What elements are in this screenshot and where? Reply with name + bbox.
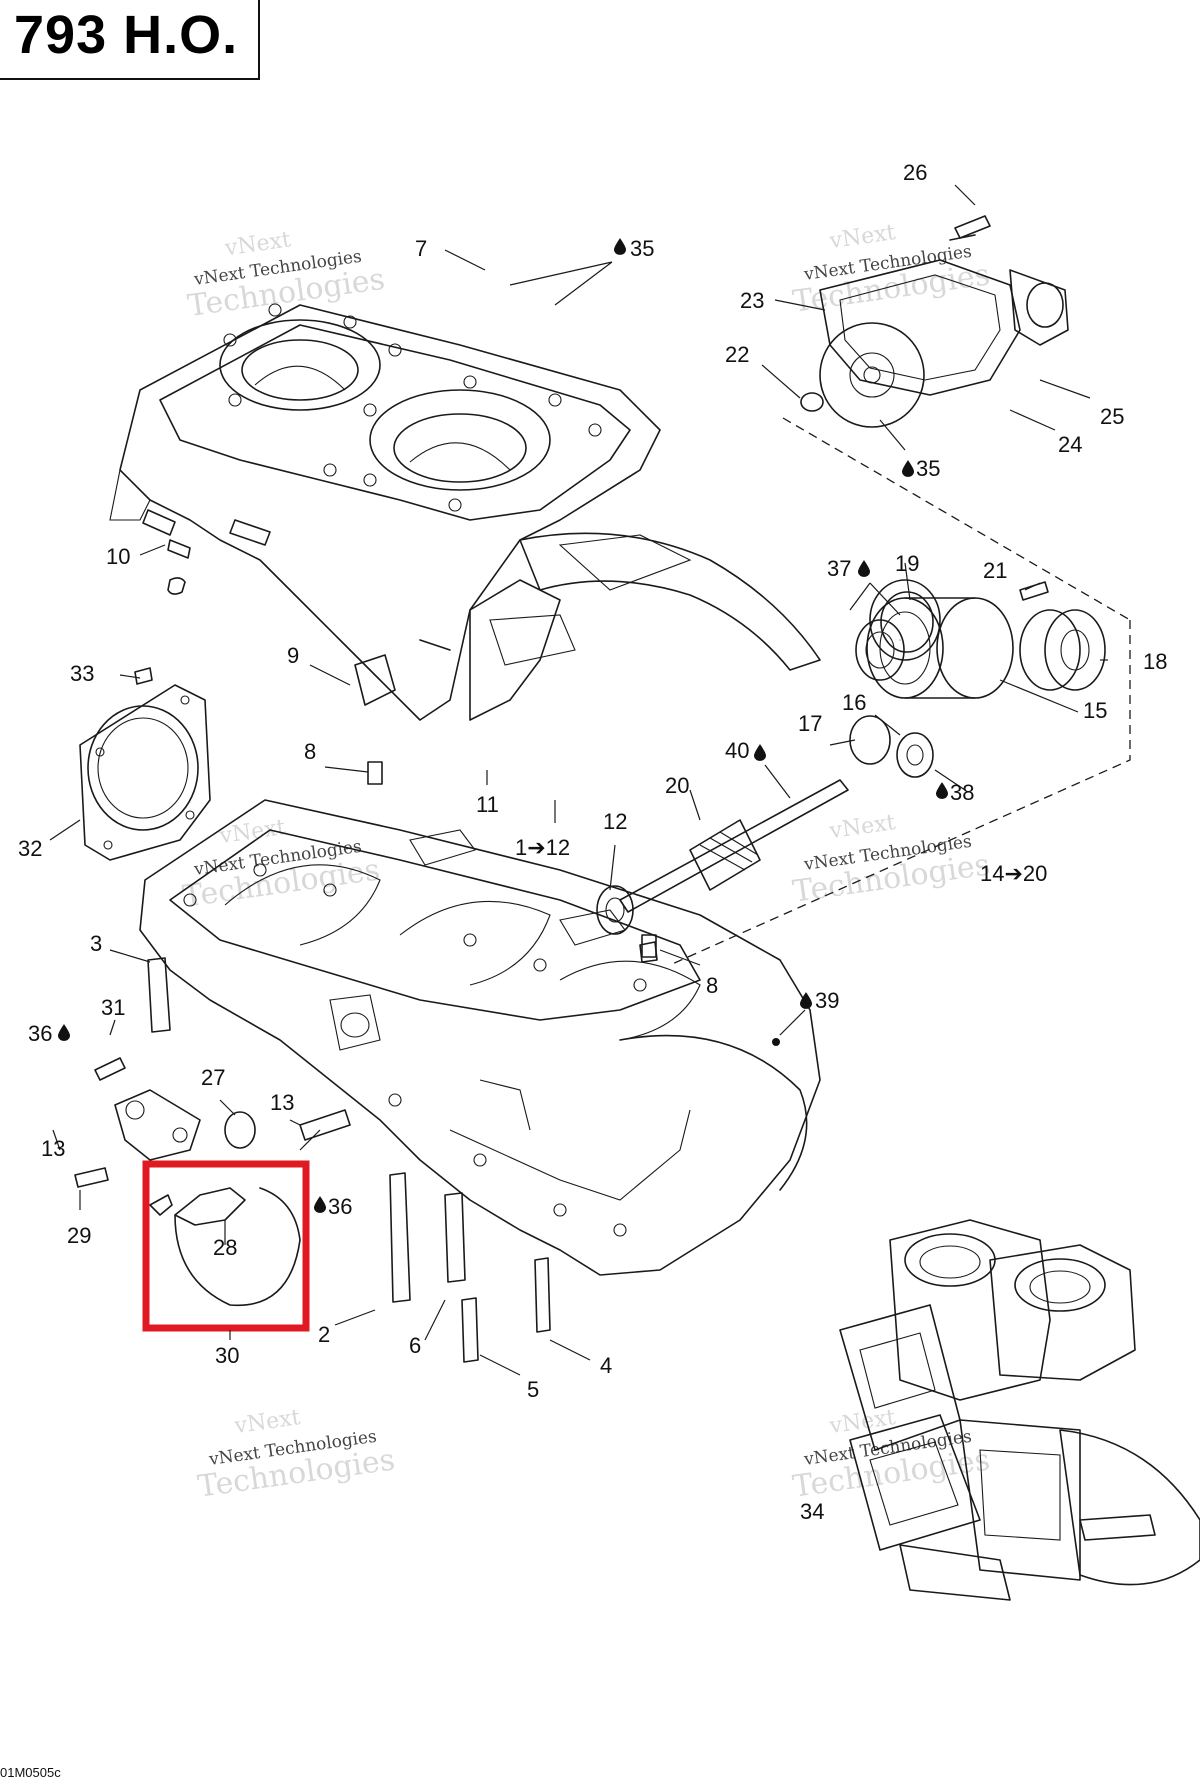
drop-icon <box>936 782 948 799</box>
drop-icon <box>314 1196 326 1213</box>
drop-icon <box>614 238 626 255</box>
callout-10: 10 <box>106 544 130 569</box>
callout-40: 40 <box>725 738 749 763</box>
water-pump-group <box>800 215 1069 428</box>
callout-1-to-12: 1➔12 <box>515 835 570 860</box>
callout-24: 24 <box>1058 432 1082 457</box>
callout-31: 31 <box>101 995 125 1020</box>
watermark-1: vNext vNext Technologies Technologies <box>186 227 387 324</box>
callout-5: 5 <box>527 1377 539 1402</box>
callout-33: 33 <box>70 661 94 686</box>
callout-28[interactable]: 28 <box>213 1235 237 1260</box>
callout-32: 32 <box>18 836 42 861</box>
callout-19: 19 <box>895 551 919 576</box>
figure-code: 01M0505c <box>0 1765 61 1780</box>
watermark-6-vnext: vNext <box>827 1405 897 1439</box>
callout-12: 12 <box>603 809 627 834</box>
callout-37: 37 <box>827 556 851 581</box>
callout-7: 7 <box>415 236 427 261</box>
callout-8a: 8 <box>304 739 316 764</box>
callout-35a: 35 <box>630 236 654 261</box>
callout-22: 22 <box>725 342 749 367</box>
callout-4: 4 <box>600 1353 612 1378</box>
callout-9: 9 <box>287 643 299 668</box>
watermark-4-vnext: vNext <box>827 810 897 844</box>
watermark-4: vNext vNext Technologies Technologies <box>791 810 992 910</box>
callout-23: 23 <box>740 288 764 313</box>
drop-icon <box>58 1024 70 1041</box>
callout-2: 2 <box>318 1322 330 1347</box>
callout-34: 34 <box>800 1499 824 1524</box>
watermark-6: vNext vNext Technologies Technologies <box>791 1405 992 1505</box>
watermark-5-vnext: vNext <box>232 1405 302 1439</box>
callout-26: 26 <box>903 160 927 185</box>
callout-36a: 36 <box>28 1021 52 1046</box>
callout-16: 16 <box>842 690 866 715</box>
watermark-1-vnext: vNext <box>223 227 293 261</box>
highlight-box-28[interactable] <box>142 1160 310 1332</box>
callout-20: 20 <box>665 773 689 798</box>
callout-13b: 13 <box>41 1136 65 1161</box>
callout-30: 30 <box>215 1343 239 1368</box>
leader-lines <box>49 184 1108 1376</box>
callout-labels: 26 7 35 23 22 25 24 35 10 37 19 21 18 33… <box>18 160 1167 1524</box>
diagram-title: 793 H.O. <box>14 5 239 65</box>
oil-pump-group <box>74 654 657 1363</box>
callout-17: 17 <box>798 711 822 736</box>
title-box: 793 H.O. <box>0 0 260 80</box>
drop-icon <box>858 560 870 577</box>
seal-bearing-group <box>849 579 1106 778</box>
watermark-5: vNext vNext Technologies Technologies <box>196 1405 397 1505</box>
callout-21: 21 <box>983 558 1007 583</box>
callout-39: 39 <box>815 988 839 1013</box>
shaft-group <box>596 779 849 963</box>
callout-38: 38 <box>950 780 974 805</box>
callout-8b: 8 <box>706 973 718 998</box>
watermark-2: vNext vNext Technologies Technologies <box>791 220 992 320</box>
callout-27: 27 <box>201 1065 225 1090</box>
upper-crankcase <box>109 303 821 721</box>
watermark-group: vNext vNext Technologies Technologies vN… <box>181 220 992 1505</box>
callout-18: 18 <box>1143 649 1167 674</box>
callout-29: 29 <box>67 1223 91 1248</box>
drop-icon <box>754 744 766 761</box>
callout-15: 15 <box>1083 698 1107 723</box>
callout-3: 3 <box>90 931 102 956</box>
callout-36b: 36 <box>328 1194 352 1219</box>
callout-6: 6 <box>409 1333 421 1358</box>
callout-25: 25 <box>1100 404 1124 429</box>
callout-14-to-20: 14➔20 <box>980 861 1047 886</box>
engine-assembly-thumbnail <box>839 1219 1200 1601</box>
dashed-guide-1 <box>782 417 1131 621</box>
callout-11: 11 <box>476 792 499 817</box>
watermark-2-vnext: vNext <box>827 220 897 254</box>
callout-13a: 13 <box>270 1090 294 1115</box>
drop-icon <box>902 460 914 477</box>
dashed-guide-2 <box>669 620 1131 966</box>
lower-crankcase <box>139 799 821 1276</box>
callout-35b: 35 <box>916 456 940 481</box>
cover-plate <box>79 667 211 861</box>
drop-icon <box>800 992 812 1009</box>
